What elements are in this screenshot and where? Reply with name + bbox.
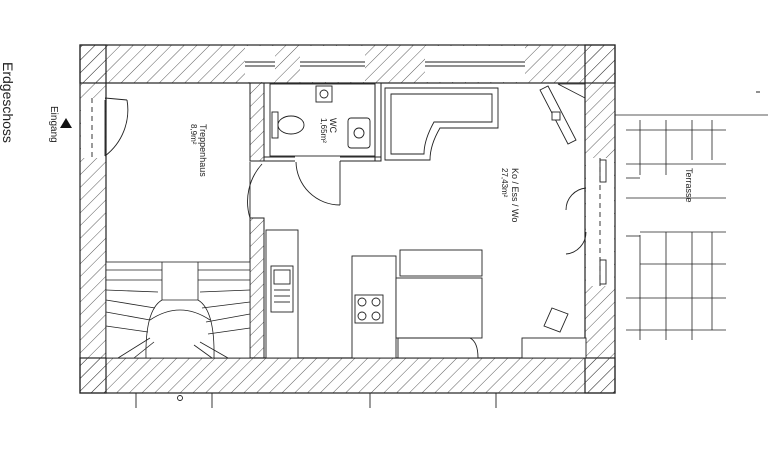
- entrance-arrow-icon: [60, 118, 72, 128]
- room-label-wc: WC 1,65m²: [319, 118, 338, 143]
- svg-text:Ko / Ess / Wo: Ko / Ess / Wo: [510, 168, 520, 222]
- svg-text:Treppenhaus: Treppenhaus: [198, 124, 208, 177]
- wc-fixtures: [269, 83, 376, 157]
- floor-title: Erdgeschoss: [0, 62, 16, 143]
- svg-text:8,9m²: 8,9m²: [189, 124, 198, 145]
- kitchen-counter: [265, 229, 299, 359]
- patio-doors: [565, 159, 607, 285]
- wc-door: [295, 161, 341, 206]
- stairhall-door: [247, 162, 263, 219]
- tv-stand: [539, 85, 577, 145]
- room-label-terrace: Terrasse: [684, 168, 694, 203]
- svg-text:WC: WC: [328, 118, 338, 133]
- staircase: [105, 261, 251, 359]
- room-label-living: Ko / Ess / Wo 27,43m²: [500, 168, 520, 222]
- sofa: [395, 249, 483, 359]
- svg-text:1,65m²: 1,65m²: [319, 118, 328, 143]
- entrance-label: Eingang: [48, 106, 59, 143]
- section-markers: [135, 393, 497, 408]
- armchair: [521, 307, 587, 359]
- svg-text:27,43m²: 27,43m²: [500, 168, 509, 198]
- terrace-tiles: [615, 114, 768, 340]
- svg-text:Terrasse: Terrasse: [684, 168, 694, 203]
- kitchen-island: [351, 255, 397, 359]
- window-lines: [91, 61, 601, 286]
- corner-unit: [557, 83, 586, 99]
- entrance-door: [104, 97, 129, 157]
- room-label-stairhall: Treppenhaus 8,9m²: [189, 124, 208, 177]
- built-in-cabinet: [384, 87, 499, 161]
